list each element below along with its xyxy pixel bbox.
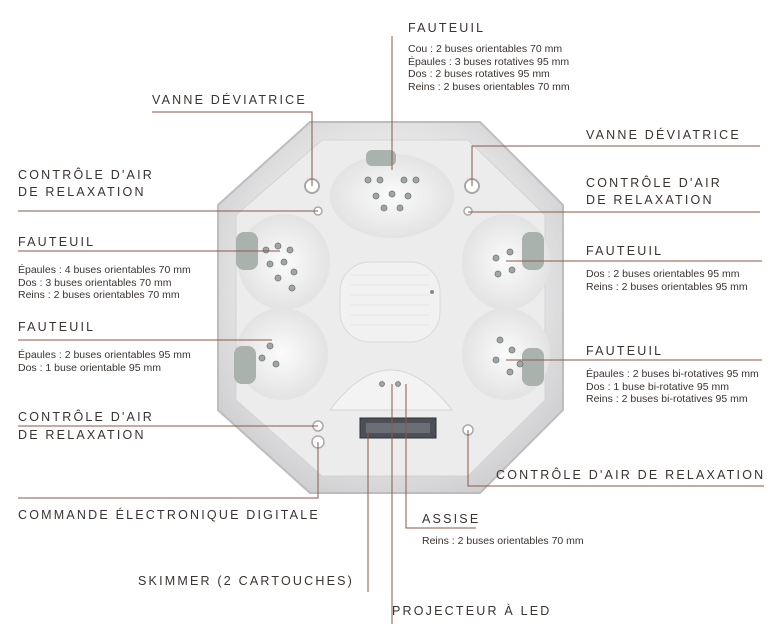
- fauteuil-left-upper-details: Épaules : 4 buses orientables 70 mm Dos …: [18, 264, 191, 302]
- skimmer-label: SKIMMER (2 CARTOUCHES): [138, 574, 355, 588]
- detail-line: Dos : 1 buse orientable 95 mm: [18, 361, 161, 374]
- commande-electronique-label: COMMANDE ÉLECTRONIQUE DIGITALE: [18, 508, 320, 522]
- fauteuil-left-upper-title: FAUTEUIL: [18, 235, 96, 249]
- air-control-top-left-line1: CONTRÔLE D'AIR: [18, 168, 154, 182]
- fauteuil-left-lower-details: Épaules : 2 buses orientables 95 mm Dos …: [18, 349, 191, 374]
- pillow-left-lower: [234, 346, 256, 384]
- assise-details: Reins : 2 buses orientables 70 mm: [422, 535, 584, 548]
- fauteuil-top-title: FAUTEUIL: [408, 21, 486, 35]
- fauteuil-right-lower-details: Épaules : 2 buses bi-rotatives 95 mm Dos…: [586, 368, 759, 406]
- detail-line: Épaules : 4 buses orientables 70 mm: [18, 264, 191, 276]
- detail-line: Dos : 1 buse bi-rotative 95 mm: [586, 380, 729, 393]
- detail-line: Reins : 2 buses orientables 70 mm: [422, 535, 584, 547]
- detail-line: Reins : 2 buses orientables 95 mm: [586, 280, 748, 293]
- air-control-top-left-line2: DE RELAXATION: [18, 185, 146, 199]
- air-control-bottom-right-label: CONTRÔLE D'AIR DE RELAXATION: [496, 468, 766, 482]
- detail-line: Épaules : 2 buses bi-rotatives 95 mm: [586, 368, 759, 380]
- vanne-deviatrice-left-label: VANNE DÉVIATRICE: [152, 93, 307, 107]
- detail-line: Dos : 2 buses rotatives 95 mm: [408, 68, 550, 80]
- air-control-top-right-line2: DE RELAXATION: [586, 193, 714, 207]
- air-control-top-right-line1: CONTRÔLE D'AIR: [586, 176, 722, 190]
- air-control-bottom-left-line1: CONTRÔLE D'AIR: [18, 410, 154, 424]
- fauteuil-top-details: Cou : 2 buses orientables 70 mm Épaules …: [408, 43, 570, 93]
- seat-left-lower: [236, 308, 328, 400]
- detail-line: Dos : 2 buses orientables 95 mm: [586, 268, 740, 280]
- fauteuil-left-lower-title: FAUTEUIL: [18, 320, 96, 334]
- pillow-top: [366, 150, 396, 166]
- detail-line: Reins : 2 buses orientables 70 mm: [18, 289, 180, 301]
- fauteuil-right-lower-title: FAUTEUIL: [586, 344, 664, 358]
- detail-line: Reins : 2 buses orientables 70 mm: [408, 80, 570, 93]
- projecteur-led-label: PROJECTEUR À LED: [392, 604, 552, 618]
- assise-title: ASSISE: [422, 512, 481, 526]
- fauteuil-right-upper-title: FAUTEUIL: [586, 244, 664, 258]
- pillow-right-lower: [522, 348, 544, 386]
- detail-line: Épaules : 2 buses orientables 95 mm: [18, 349, 191, 361]
- detail-line: Dos : 3 buses orientables 70 mm: [18, 276, 172, 289]
- seat-bottom: [328, 369, 454, 411]
- footwell: [339, 261, 441, 343]
- fauteuil-right-upper-details: Dos : 2 buses orientables 95 mm Reins : …: [586, 268, 748, 293]
- vanne-deviatrice-right-label: VANNE DÉVIATRICE: [586, 128, 741, 142]
- air-control-bottom-left-line2: DE RELAXATION: [18, 428, 146, 442]
- detail-line: Cou : 2 buses orientables 70 mm: [408, 43, 563, 55]
- detail-line: Épaules : 3 buses rotatives 95 mm: [408, 55, 570, 68]
- detail-line: Reins : 2 buses bi-rotatives 95 mm: [586, 393, 748, 405]
